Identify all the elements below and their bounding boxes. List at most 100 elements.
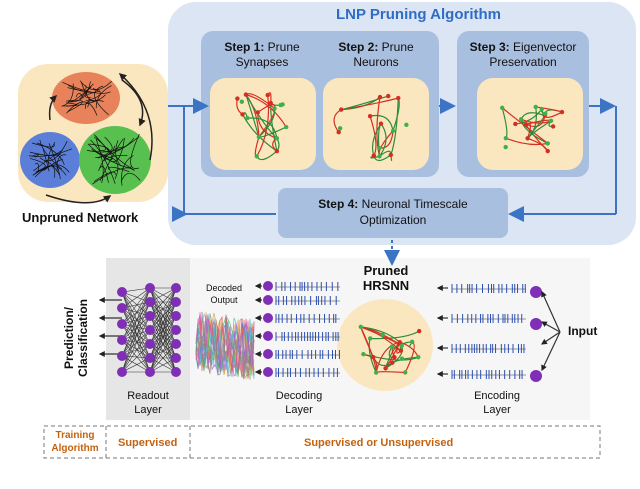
neuron-node (390, 360, 395, 365)
decoded-output-label: Decoded Output (196, 282, 252, 306)
readout-connection (121, 323, 151, 373)
unpruned-synapse (36, 142, 65, 165)
synapse (525, 115, 546, 128)
step4-panel (278, 188, 508, 238)
decoded-output-plot (195, 311, 255, 380)
decoded-trace (195, 314, 255, 379)
unpruned-synapse (95, 136, 140, 159)
neuron-node (336, 130, 341, 135)
readout-connection (121, 307, 151, 345)
readout-connection (121, 301, 151, 357)
readout-connection (121, 315, 151, 373)
decoding-layer-label: Decoding Layer (264, 389, 334, 417)
neuron-node (398, 348, 404, 353)
decoding-neuron (263, 331, 273, 341)
decoding-neuron (263, 367, 273, 377)
unpruned-synapse (66, 101, 98, 116)
step4-label: Step 4: Neuronal Timescale Optimization (280, 196, 506, 228)
unpruned-synapse (75, 93, 84, 99)
orange-cluster (52, 72, 120, 124)
readout-connection (121, 343, 151, 373)
readout-connection (121, 329, 151, 373)
readout-connection (121, 287, 151, 309)
unpruned-synapse (85, 92, 102, 102)
readout-layer-label: Readout Layer (118, 389, 178, 417)
unpruned-synapse (69, 83, 94, 103)
unpruned-synapse (95, 85, 112, 109)
synapse (341, 95, 389, 111)
neuron-node (278, 102, 283, 108)
synapse (371, 123, 382, 156)
readout-neuron (117, 335, 127, 345)
readout-neuron (117, 287, 127, 297)
pruned-line2: HRSNN (362, 278, 410, 293)
readout-connection (121, 287, 151, 325)
neuron-node (399, 356, 405, 361)
readout-neuron (145, 353, 155, 363)
unpruned-synapse (103, 136, 113, 152)
readout-connection (121, 291, 151, 317)
neuron-node (371, 153, 377, 158)
readout-neuron (171, 311, 181, 321)
readout-connection (121, 343, 151, 357)
neuron-node (416, 354, 421, 360)
neuron-node (397, 340, 402, 345)
synapse (242, 114, 278, 152)
readout-connection (121, 323, 151, 345)
readout-neuron (171, 325, 181, 335)
input-arrow (540, 321, 561, 333)
neuron-node (518, 117, 524, 122)
step3-line2: Preservation (489, 55, 557, 69)
neuron-node (265, 92, 270, 98)
readout-neuron (171, 339, 181, 349)
step1-number: Step 1: (224, 40, 265, 54)
training-line1: Training (55, 430, 95, 441)
decoding-line1: Decoding (275, 390, 323, 402)
neuron-node (399, 343, 404, 348)
neuron-node (503, 144, 508, 150)
unpruned-synapse (84, 90, 101, 99)
synapse (369, 114, 394, 132)
neuron-node (255, 110, 260, 115)
step1-line2: Synapses (235, 55, 289, 69)
unpruned-network-label: Unpruned Network (22, 210, 139, 225)
input-arrow (541, 290, 561, 333)
input-neuron (530, 370, 542, 382)
readout-connection (121, 291, 151, 345)
readout-line2: Layer (134, 404, 162, 416)
readout-connection (149, 287, 177, 317)
unpruned-synapse (32, 153, 40, 158)
neuron-node (386, 93, 391, 99)
readout-connection (121, 301, 151, 341)
unpruned-synapse (39, 139, 63, 170)
step3-line1: Eigenvector (509, 40, 577, 54)
blue-cluster (20, 132, 80, 188)
prediction-line1: Prediction/ (62, 307, 76, 370)
step2-label: Step 2: Prune Neurons (326, 40, 426, 70)
step2-network-box (323, 78, 429, 170)
synapse (379, 123, 387, 157)
encoding-layer-label: Encoding Layer (462, 389, 532, 417)
unpruned-synapse (87, 98, 90, 108)
decoded-line1: Decoded (205, 283, 243, 293)
readout-connection (149, 287, 177, 331)
step1-label: Step 1: Prune Synapses (212, 40, 312, 70)
neuron-node (373, 370, 379, 375)
supervised-or-unsupervised-label: Supervised or Unsupervised (304, 437, 454, 449)
readout-connection (121, 301, 151, 325)
neuron-node (548, 118, 554, 124)
input-arrow (541, 331, 561, 372)
readout-connection (121, 307, 151, 331)
unpruned-synapse (28, 148, 73, 157)
neuron-node (377, 154, 382, 159)
unpruned-synapse (94, 85, 109, 116)
unpruned-synapse (92, 88, 102, 93)
readout-neuron (171, 297, 181, 307)
unpruned-synapse (120, 172, 141, 183)
unpruned-synapse (34, 163, 39, 172)
network-graphs (28, 80, 565, 375)
unpruned-synapse (99, 138, 124, 181)
readout-connection (121, 287, 151, 341)
neuron-node (559, 109, 565, 115)
readout-connection (121, 291, 151, 331)
